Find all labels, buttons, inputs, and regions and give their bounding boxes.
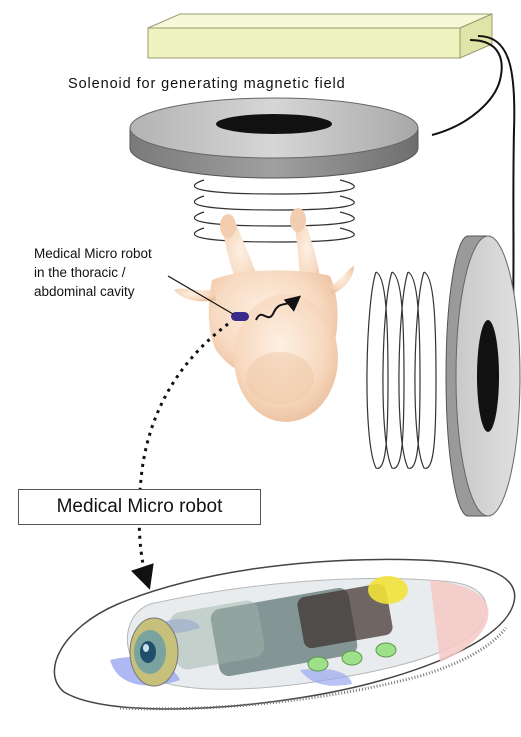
- vertical-solenoid-disc: [446, 236, 520, 516]
- horizontal-field-lines: [367, 272, 436, 468]
- vertical-field-lines: [194, 180, 354, 242]
- robot-location-label: Medical Micro robot in the thoracic / ab…: [34, 244, 152, 301]
- horizontal-solenoid-disc: [130, 98, 418, 178]
- robot-location-line-3: abdominal cavity: [34, 282, 152, 301]
- robot-title-box: Medical Micro robot: [18, 489, 261, 525]
- robot-title: Medical Micro robot: [57, 496, 223, 518]
- dotted-connector: [139, 324, 228, 584]
- robot-location-line-2: in the thoracic /: [34, 263, 152, 282]
- power-supply-box: [148, 14, 492, 58]
- robot-location-line-1: Medical Micro robot: [34, 244, 152, 263]
- micro-robot-capsule: [54, 559, 514, 709]
- solenoid-label: Solenoid for generating magnetic field: [68, 76, 346, 92]
